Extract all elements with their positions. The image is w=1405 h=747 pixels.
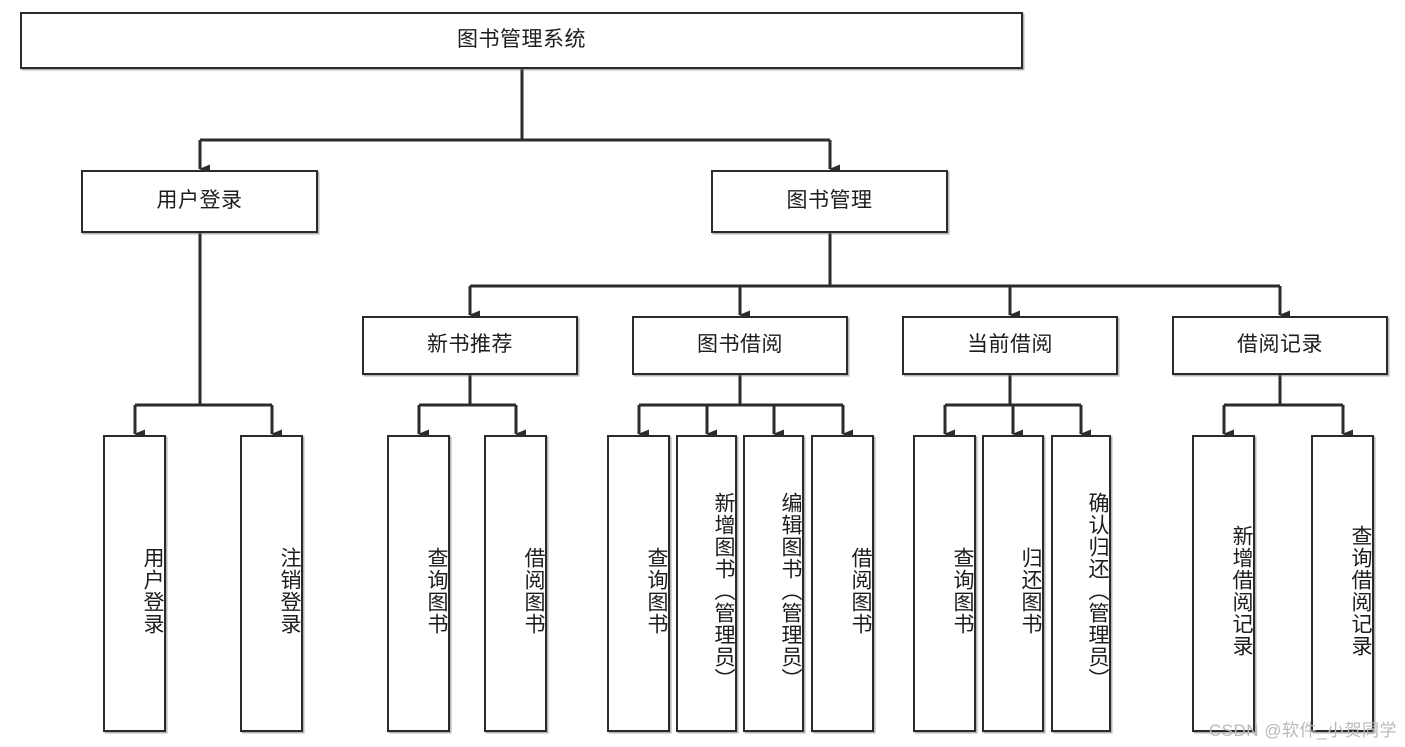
node-label: 借阅图书: [849, 546, 872, 635]
node-user-login[interactable]: 用户登录: [81, 170, 318, 233]
leaf-query-book-3[interactable]: 查询图书: [913, 435, 976, 732]
leaf-query-book-2[interactable]: 查询图书: [607, 435, 670, 732]
node-label: 注销登录: [278, 546, 301, 635]
leaf-user-login[interactable]: 用户登录: [103, 435, 166, 732]
node-current-borrow[interactable]: 当前借阅: [902, 316, 1118, 375]
node-label: 图书管理: [786, 189, 873, 213]
node-label: 新增图书（管理员）: [712, 491, 735, 690]
node-root[interactable]: 图书管理系统: [20, 12, 1023, 69]
leaf-logout[interactable]: 注销登录: [240, 435, 303, 732]
node-label: 新增借阅记录: [1230, 524, 1253, 657]
leaf-return-book[interactable]: 归还图书: [982, 435, 1044, 732]
node-label: 查询图书: [425, 546, 448, 635]
node-label: 当前借阅: [967, 333, 1053, 357]
node-label: 新书推荐: [427, 333, 513, 357]
csdn-watermark: CSDN @软件_小贺同学: [1208, 721, 1397, 740]
leaf-edit-book[interactable]: 编辑图书（管理员）: [743, 435, 804, 732]
leaf-borrow-book-2[interactable]: 借阅图书: [811, 435, 874, 732]
node-label: 借阅图书: [522, 546, 545, 635]
node-label: 图书借阅: [697, 333, 783, 357]
node-label: 用户登录: [156, 189, 243, 213]
node-label: 图书管理系统: [457, 28, 586, 52]
leaf-add-borrow-record[interactable]: 新增借阅记录: [1192, 435, 1255, 732]
leaf-confirm-return[interactable]: 确认归还（管理员）: [1051, 435, 1111, 732]
node-book-borrow[interactable]: 图书借阅: [632, 316, 848, 375]
node-label: 确认归还（管理员）: [1086, 491, 1109, 690]
node-borrow-record[interactable]: 借阅记录: [1172, 316, 1388, 375]
node-label: 查询图书: [645, 546, 668, 635]
node-label: 用户登录: [141, 546, 164, 635]
leaf-query-book-1[interactable]: 查询图书: [387, 435, 450, 732]
leaf-query-borrow-record[interactable]: 查询借阅记录: [1311, 435, 1374, 732]
node-book-manage[interactable]: 图书管理: [711, 170, 948, 233]
node-label: 查询图书: [951, 546, 974, 635]
node-label: 借阅记录: [1237, 333, 1323, 357]
node-new-book-recommend[interactable]: 新书推荐: [362, 316, 578, 375]
leaf-borrow-book-1[interactable]: 借阅图书: [484, 435, 547, 732]
node-label: 归还图书: [1019, 546, 1042, 635]
node-label: 查询借阅记录: [1349, 524, 1372, 657]
node-label: 编辑图书（管理员）: [779, 491, 802, 690]
leaf-add-book[interactable]: 新增图书（管理员）: [676, 435, 737, 732]
